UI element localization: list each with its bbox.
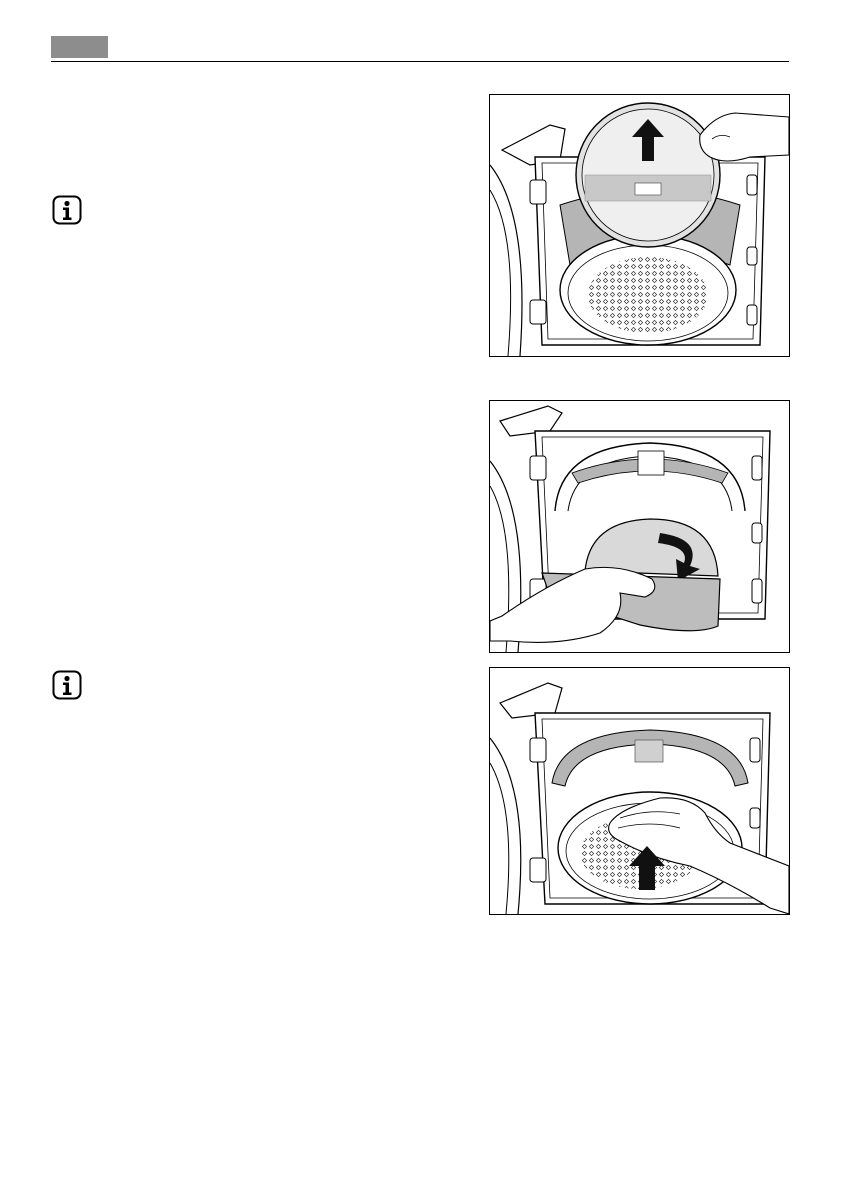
fig-push-filter [489, 667, 790, 915]
fig-tilt-filter [489, 400, 790, 653]
info-icon [52, 670, 82, 700]
header-rule [51, 61, 789, 62]
info-icon [52, 195, 82, 225]
section-tab [51, 36, 108, 58]
fig-lift-filter [489, 94, 790, 357]
